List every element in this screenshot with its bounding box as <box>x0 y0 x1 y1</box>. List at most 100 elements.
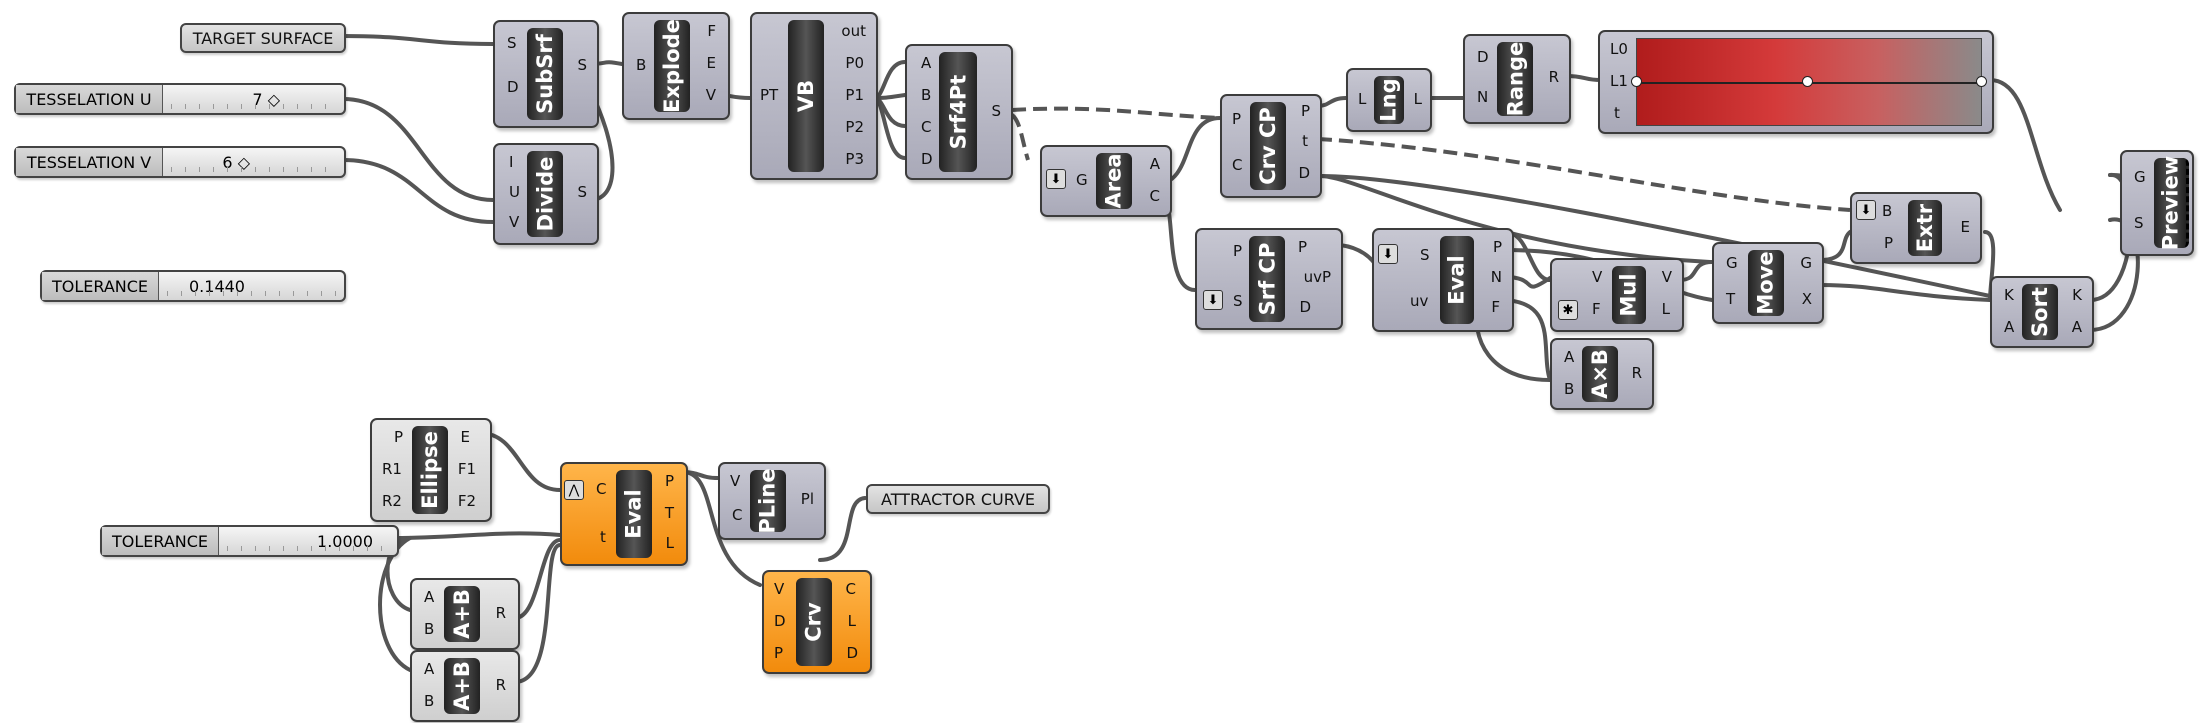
output-port: C <box>1149 187 1160 205</box>
input-port: B <box>424 620 435 638</box>
input-port: V <box>509 213 520 231</box>
attractor-curve-panel[interactable]: ATTRACTOR CURVE <box>866 484 1050 514</box>
output-port: V <box>1661 268 1672 286</box>
input-port: S <box>507 34 517 52</box>
input-port: N <box>1477 88 1489 106</box>
srf-cp-component[interactable]: P ⬇ S Srf CP P uvP D <box>1195 228 1343 330</box>
input-port: t <box>600 528 606 546</box>
output-port: P <box>1297 238 1307 256</box>
move-component[interactable]: G T Move G X <box>1712 242 1824 324</box>
explode-component[interactable]: B Explode F E V <box>622 12 730 120</box>
reparameterize-icon: ⋀ <box>564 480 584 500</box>
output-port: C <box>845 580 856 598</box>
slider-track[interactable]: 1.0000 <box>219 527 397 555</box>
output-port: V <box>705 86 716 104</box>
slider-ticks <box>227 546 389 551</box>
extrude-component[interactable]: ⬇ B P Extr E <box>1850 192 1982 264</box>
output-port: F <box>1491 298 1500 316</box>
output-port: P2 <box>845 118 864 136</box>
sort-component[interactable]: K A Sort K A <box>1990 276 2094 348</box>
addition-component[interactable]: A B A+B R <box>410 578 520 650</box>
output-port: R <box>495 676 506 694</box>
area-component[interactable]: ⬇ G Area A C <box>1040 145 1172 217</box>
output-port: X <box>1801 290 1812 308</box>
target-surface-panel[interactable]: TARGET SURFACE <box>180 23 346 53</box>
slider-label: TOLERANCE <box>102 527 219 555</box>
gradient-component[interactable]: L0 L1 t <box>1598 30 1994 134</box>
range-component[interactable]: D N Range R <box>1463 34 1571 124</box>
input-port: PT <box>760 86 779 104</box>
multiply-component[interactable]: V ✱ F Mul V L <box>1550 258 1684 332</box>
output-port: P3 <box>845 150 864 168</box>
gradient-handle[interactable] <box>1631 76 1642 87</box>
input-port: P <box>394 428 404 446</box>
input-port: P <box>1884 234 1894 252</box>
output-port: S <box>577 183 587 201</box>
input-port: B <box>1564 380 1575 398</box>
vb-cluster-component[interactable]: PT VB out P0 P1 P2 P3 <box>750 12 878 180</box>
component-name: Eval <box>616 470 652 558</box>
output-port: S <box>577 56 587 74</box>
component-name: Ellipse <box>412 426 448 514</box>
tesselation-u-slider[interactable]: TESSELATION U 7 ◇ <box>14 83 346 115</box>
output-port: F1 <box>457 460 476 478</box>
input-port: A <box>424 660 435 678</box>
input-port: D <box>774 612 786 630</box>
output-port: E <box>706 54 716 72</box>
addition-component[interactable]: A B A+B R <box>410 650 520 722</box>
component-name: A×B <box>1582 346 1618 402</box>
slider-track[interactable]: 7 ◇ <box>163 85 344 113</box>
component-name: Crv CP <box>1250 102 1286 190</box>
srf4pt-component[interactable]: A B C D Srf4Pt S <box>905 44 1013 180</box>
input-port: K <box>2004 286 2014 304</box>
input-port: U <box>509 183 520 201</box>
output-port: L <box>847 612 856 630</box>
ellipse-component[interactable]: P R1 R2 Ellipse E F1 F2 <box>370 418 492 522</box>
slider-track[interactable]: 6 ◇ <box>163 148 344 176</box>
input-port: V <box>1592 268 1603 286</box>
curve-component[interactable]: V D P Crv C L D <box>762 570 872 674</box>
output-port: P <box>664 472 674 490</box>
input-port: D <box>507 78 519 96</box>
preview-component[interactable]: G S Preview <box>2120 150 2194 256</box>
slider-track[interactable]: 0.1440 <box>159 272 344 300</box>
output-port: R <box>1548 68 1559 86</box>
component-name: A+B <box>444 586 480 642</box>
component-name: Extr <box>1908 200 1942 256</box>
divide-component[interactable]: I U V Divide S <box>493 143 599 245</box>
gradient-preview[interactable] <box>1631 38 1987 126</box>
output-port: L <box>665 534 674 552</box>
gradient-handle[interactable] <box>1802 76 1814 87</box>
input-port: B <box>636 56 647 74</box>
length-component[interactable]: L Lng L <box>1346 68 1432 132</box>
component-name: Preview <box>2154 156 2189 250</box>
cross-product-component[interactable]: A B A×B R <box>1550 338 1654 410</box>
input-port: uv <box>1410 292 1429 310</box>
gradient-handle[interactable] <box>1976 76 1987 87</box>
output-port: A <box>2071 318 2082 336</box>
subsrf-component[interactable]: S D SubSrf S <box>493 20 599 128</box>
slider-value: 6 ◇ <box>222 152 250 172</box>
slider-ticks <box>171 104 336 109</box>
attractor-curve-label: ATTRACTOR CURVE <box>880 489 1036 509</box>
crv-cp-component[interactable]: P C Crv CP P t D <box>1220 94 1322 198</box>
component-name: SubSrf <box>527 28 563 120</box>
input-port: C <box>596 480 607 498</box>
graft-icon: ⬇ <box>1856 200 1876 220</box>
graft-icon: ⬇ <box>1046 169 1066 189</box>
input-port: S <box>2134 214 2144 232</box>
output-port: T <box>664 504 674 522</box>
tesselation-v-slider[interactable]: TESSELATION V 6 ◇ <box>14 146 346 178</box>
eval-surface-component[interactable]: ⬇ S uv Eval P N F <box>1372 228 1514 332</box>
graft-icon: ⬇ <box>1203 290 1223 310</box>
output-port: G <box>1800 254 1812 272</box>
input-port: L0 <box>1610 40 1628 58</box>
slider-ticks <box>171 167 336 172</box>
output-port: P1 <box>845 86 864 104</box>
output-port: D <box>1299 298 1311 316</box>
polyline-component[interactable]: V C PLine Pl <box>718 462 826 540</box>
eval-curve-component[interactable]: ⋀ C t Eval P T L <box>560 462 688 566</box>
tolerance-slider-bottom[interactable]: TOLERANCE 1.0000 <box>100 525 399 557</box>
output-port: out <box>841 22 866 40</box>
tolerance-slider-top[interactable]: TOLERANCE 0.1440 <box>40 270 346 302</box>
